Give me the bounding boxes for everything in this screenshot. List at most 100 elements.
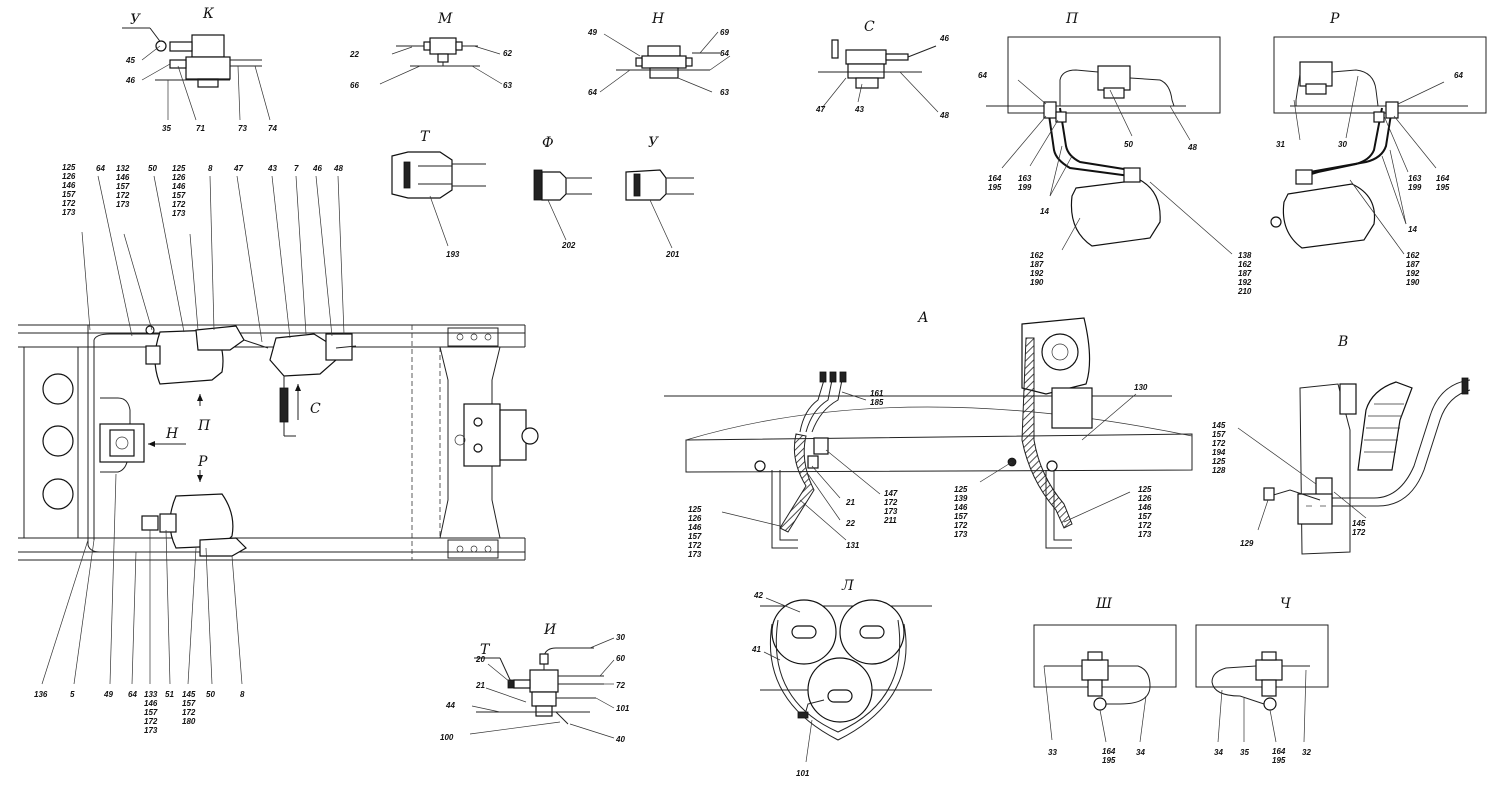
arrow-label-p: П <box>197 418 211 434</box>
callout-l-41: 41 <box>751 645 761 654</box>
callout-p-64: 64 <box>978 71 987 80</box>
callout-p-50: 50 <box>1124 140 1133 149</box>
callout-p-48: 48 <box>1187 143 1197 152</box>
callout-m-22: 22 <box>349 50 359 59</box>
callout-l-101: 101 <box>796 769 810 778</box>
callout-r-14: 14 <box>1408 225 1417 234</box>
arrow-label-s: С <box>310 401 321 417</box>
callout-k-74: 74 <box>268 124 277 133</box>
callout-i-40: 40 <box>615 735 625 744</box>
view-letter-n: Н <box>651 11 665 27</box>
view-letter-i: И <box>543 622 557 638</box>
callout-i-72: 72 <box>616 681 625 690</box>
callout-main-136: 136 <box>34 690 48 699</box>
fitting-f: Ф 202 <box>533 135 592 250</box>
callout-main-64: 64 <box>96 164 105 173</box>
callout-n-69: 69 <box>720 28 729 37</box>
callout-k-71: 71 <box>196 124 205 133</box>
view-letter-p: П <box>1065 11 1079 27</box>
view-letter-l: Л <box>841 578 854 594</box>
callout-k-46: 46 <box>125 76 135 85</box>
callout-ch-34: 34 <box>1214 748 1223 757</box>
callout-main-7: 7 <box>294 164 299 173</box>
view-letter-s: С <box>864 19 875 35</box>
view-sub-letter-t: Т <box>480 642 491 658</box>
callout-main-46: 46 <box>312 164 322 173</box>
view-letter-t: Т <box>420 129 431 145</box>
callout-main-8-top: 8 <box>208 164 213 173</box>
callout-l-42: 42 <box>753 591 763 600</box>
view-letter-b: В <box>1337 334 1348 350</box>
callout-i-60: 60 <box>616 654 625 663</box>
callout-n-63: 63 <box>720 88 729 97</box>
callout-a-21: 21 <box>845 498 855 507</box>
view-letter-a: А <box>917 310 929 326</box>
callout-sh-34: 34 <box>1136 748 1145 757</box>
callout-m-63: 63 <box>503 81 512 90</box>
callout-ch-35: 35 <box>1240 748 1249 757</box>
callout-u-201: 201 <box>665 250 680 259</box>
callout-main-50: 50 <box>148 164 157 173</box>
callout-r-31: 31 <box>1276 140 1285 149</box>
callout-a-130: 130 <box>1134 383 1148 392</box>
callout-main-48: 48 <box>333 164 343 173</box>
callout-ch-32: 32 <box>1302 748 1311 757</box>
view-letter-k: К <box>202 6 215 22</box>
callout-main-49: 49 <box>103 690 113 699</box>
callout-s-48: 48 <box>939 111 949 120</box>
callout-s-43: 43 <box>854 105 864 114</box>
callout-t-193: 193 <box>446 250 460 259</box>
callout-i-20: 20 <box>475 655 485 664</box>
callout-s-47: 47 <box>815 105 825 114</box>
callout-n-64-left: 64 <box>588 88 597 97</box>
view-letter-ch: Ч <box>1280 596 1292 612</box>
view-l: Л 42 41 101 <box>751 578 932 778</box>
view-letter-u: У <box>648 135 659 151</box>
callout-main-64-bottom: 64 <box>128 690 137 699</box>
view-letter-sh: Ш <box>1095 596 1113 612</box>
callout-main-47: 47 <box>233 164 243 173</box>
callout-k-35: 35 <box>162 124 171 133</box>
callout-sh-33: 33 <box>1048 748 1057 757</box>
view-sub-letter-u: У <box>130 12 141 28</box>
view-letter-f: Ф <box>542 135 554 151</box>
callout-main-51: 51 <box>165 690 174 699</box>
fitting-u: У 201 <box>625 135 694 259</box>
callout-k-73: 73 <box>238 124 247 133</box>
callout-main-43: 43 <box>267 164 277 173</box>
arrow-label-r: Р <box>197 454 208 470</box>
view-k: К У 45 46 35 71 73 74 <box>122 6 277 133</box>
callout-m-62: 62 <box>503 49 512 58</box>
callout-i-44: 44 <box>445 701 455 710</box>
callout-n-49: 49 <box>587 28 597 37</box>
callout-k-45: 45 <box>125 56 135 65</box>
callout-i-30: 30 <box>616 633 625 642</box>
callout-main-50-bottom: 50 <box>206 690 215 699</box>
callout-p-14: 14 <box>1040 207 1049 216</box>
callout-main-5: 5 <box>70 690 75 699</box>
callout-s-46: 46 <box>939 34 949 43</box>
view-n: Н 49 69 64 64 63 <box>587 11 731 97</box>
